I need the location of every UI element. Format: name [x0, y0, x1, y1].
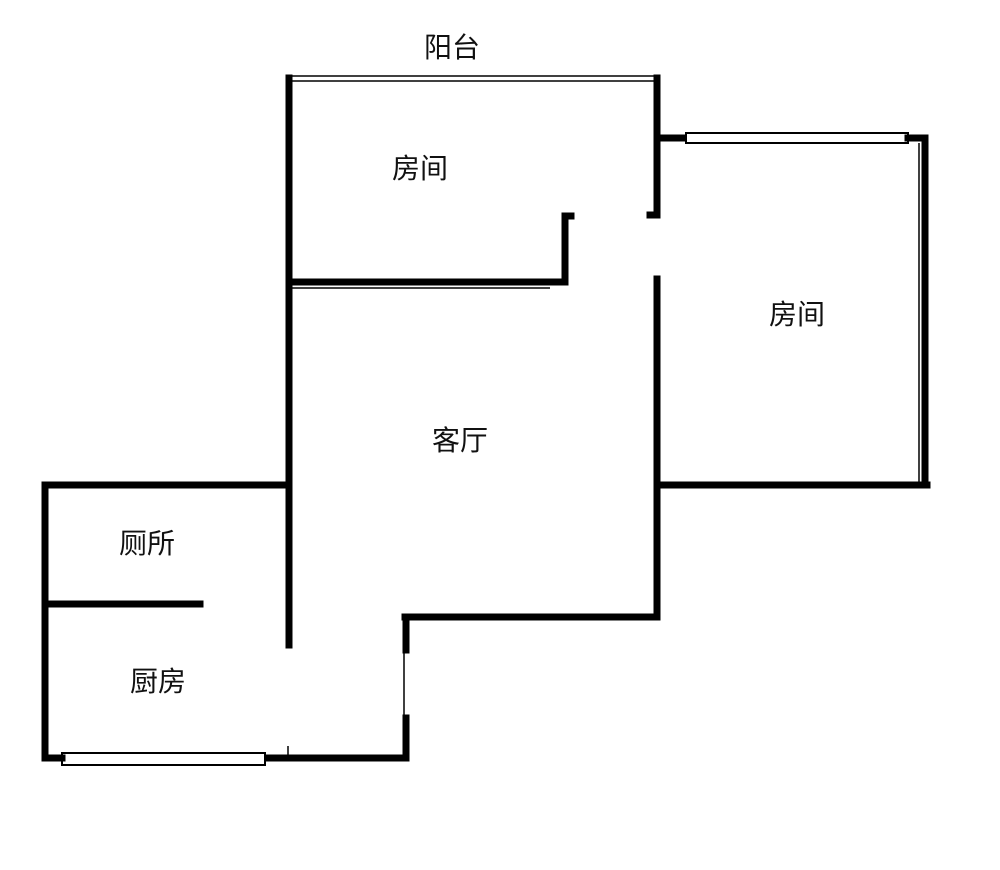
- right-room-window: [685, 132, 909, 144]
- kitchen-window: [61, 752, 266, 766]
- label-bedroom-right: 房间: [769, 298, 825, 331]
- label-living-room: 客厅: [432, 424, 488, 457]
- room-labels: 阳台 房间 房间 客厅 厕所 厨房: [119, 31, 825, 698]
- walls: [41, 74, 931, 766]
- label-balcony: 阳台: [424, 31, 480, 64]
- label-toilet: 厕所: [119, 527, 175, 560]
- label-kitchen: 厨房: [130, 665, 186, 698]
- label-bedroom-top: 房间: [392, 152, 448, 185]
